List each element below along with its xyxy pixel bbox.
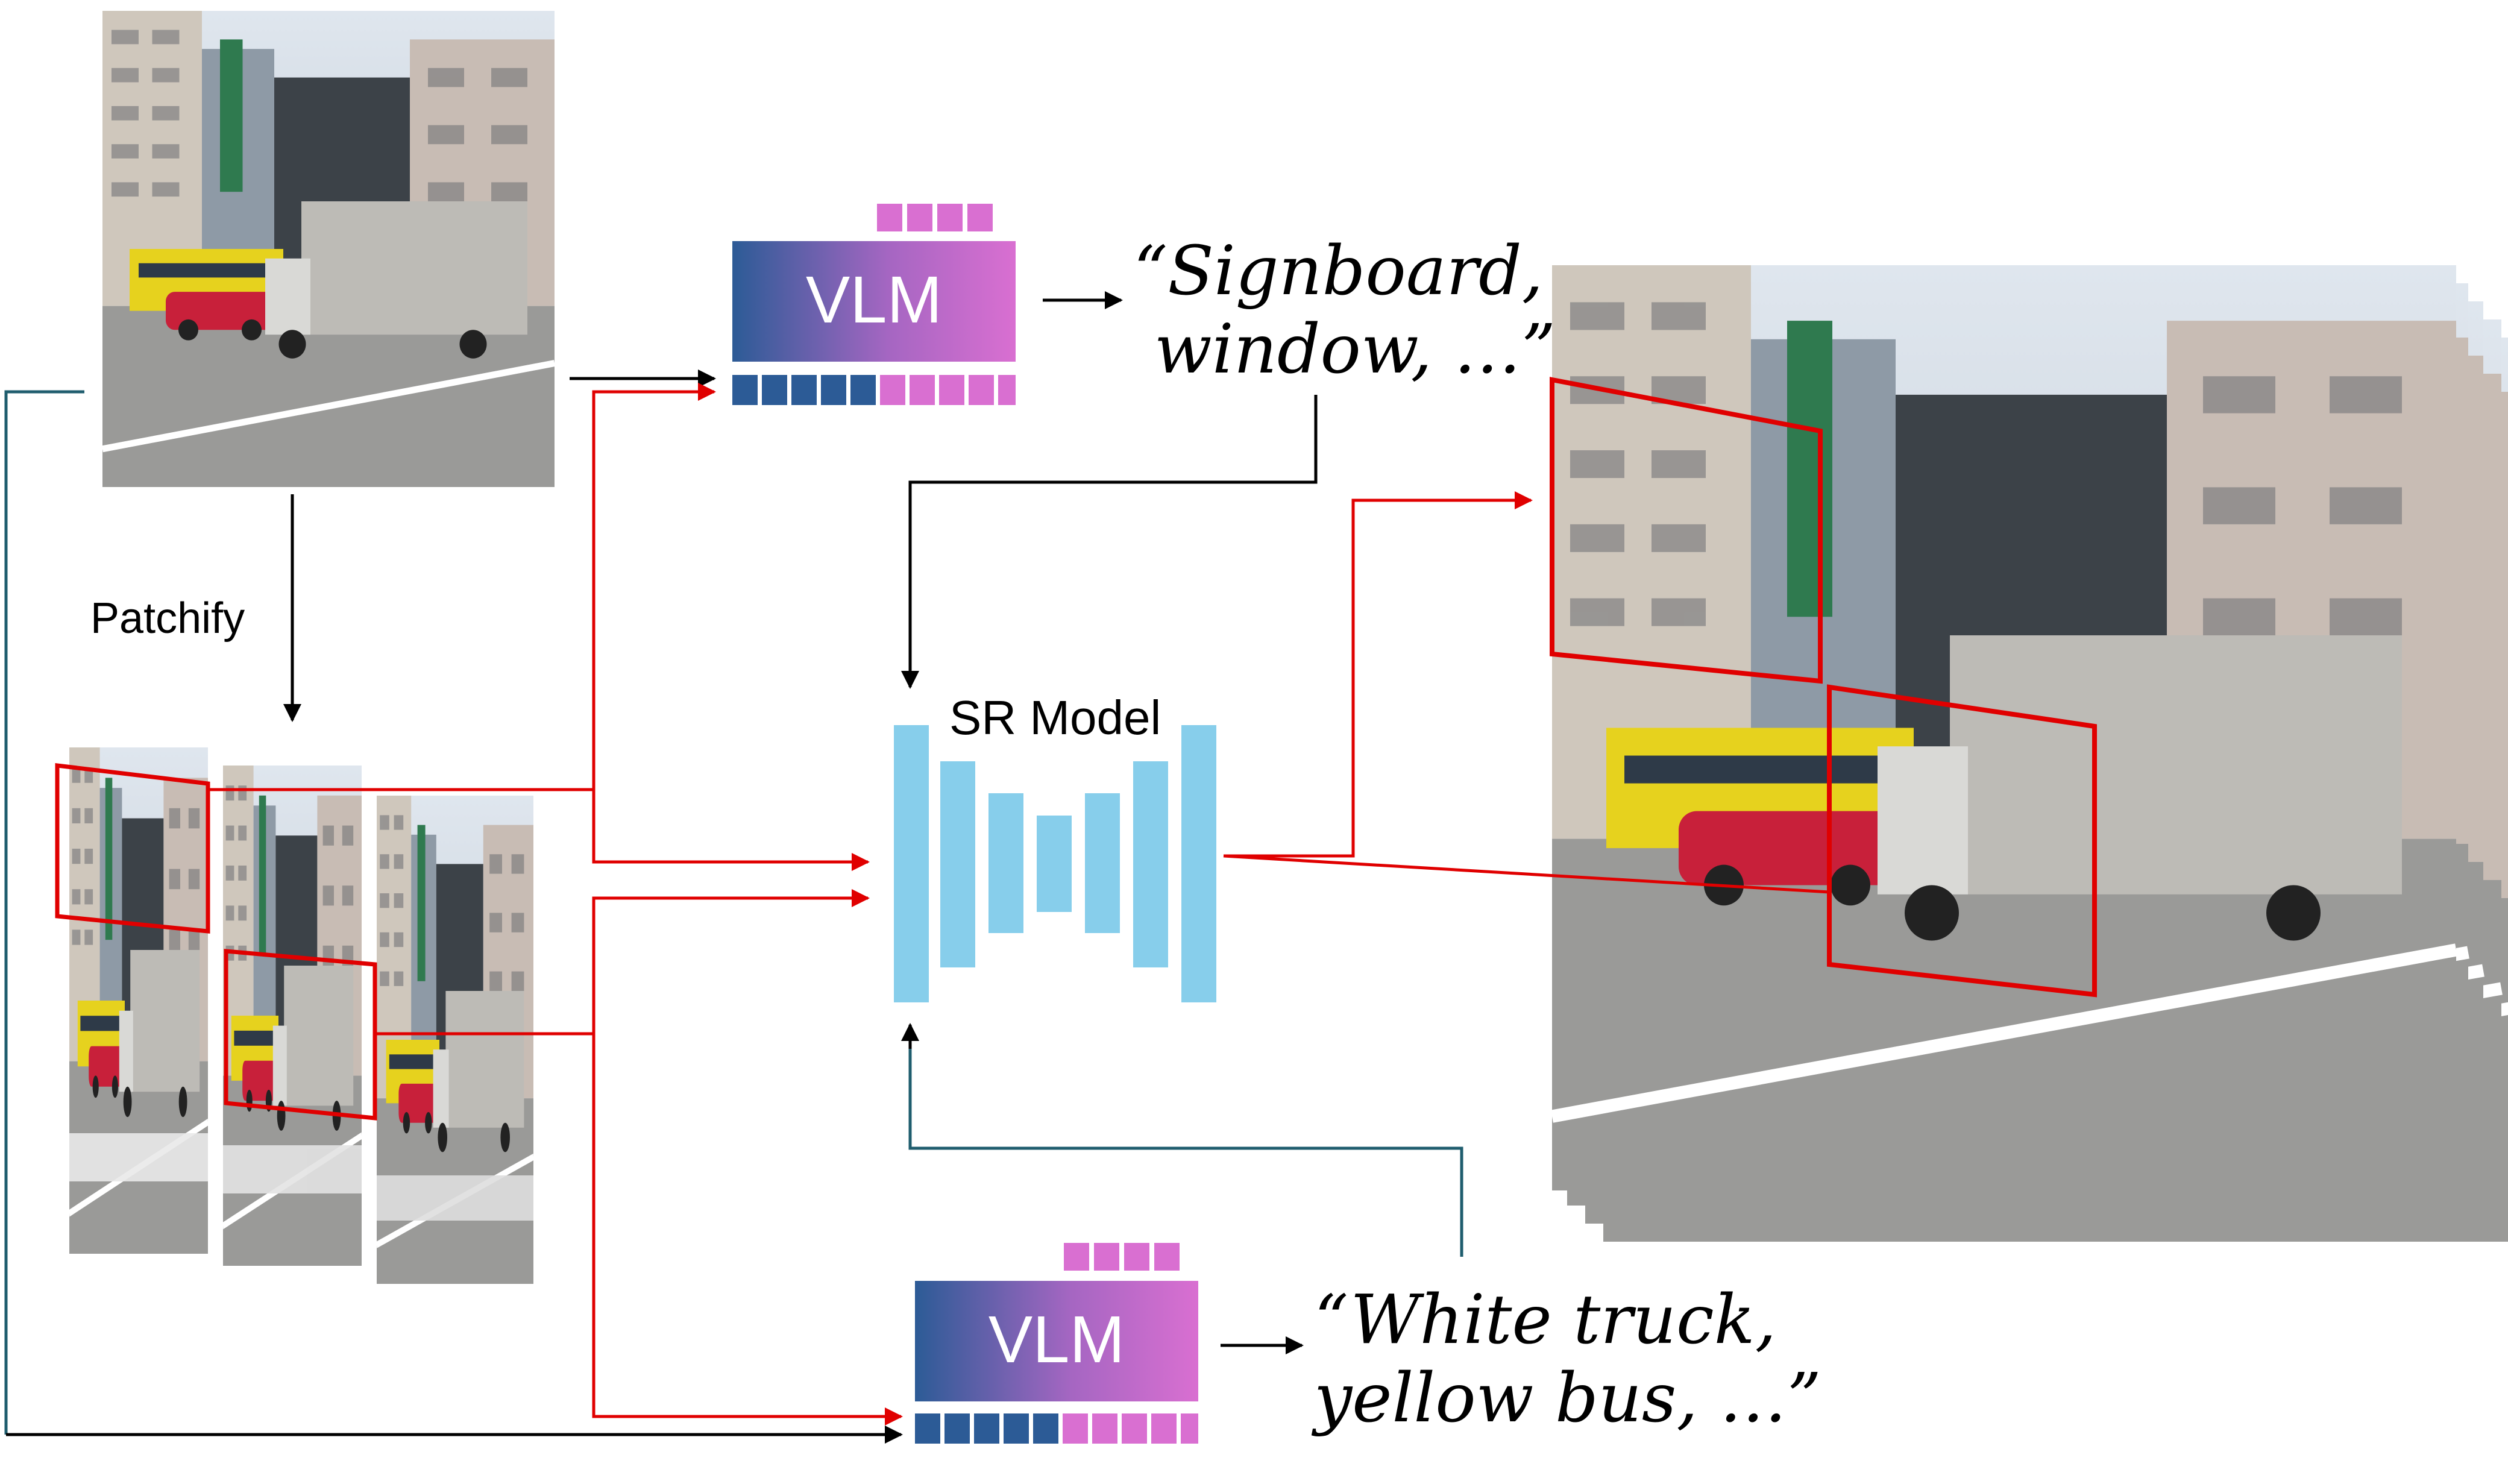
patch-highlight-box-2 <box>224 949 377 1121</box>
frames-to-vlm-bottom-line <box>4 390 84 1435</box>
sr-model-label: SR Model <box>949 691 1161 744</box>
caption-bottom: “White truck, yellow bus, …” <box>1314 1281 1821 1438</box>
sr-to-output-box2-line <box>1223 854 1830 894</box>
vlm-bottom-input-tokens <box>915 1413 1198 1444</box>
output-highlight-box-1 <box>1550 377 1823 684</box>
sr-model-unet <box>894 725 1216 1002</box>
patchify-label: Patchify <box>90 594 245 643</box>
vlm-top-block: VLM <box>732 204 1016 405</box>
vlm-bottom-box <box>915 1281 1198 1401</box>
output-frame-stack <box>1552 265 2508 1242</box>
vlm-top-input-tokens <box>732 375 1016 405</box>
patch-highlight-box-1 <box>55 763 210 934</box>
patch1-to-vlm-top-arrow <box>208 383 716 791</box>
output-highlight-box-2 <box>1827 684 2097 998</box>
vlm-top-output-tokens <box>877 204 993 231</box>
caption-top-to-sr-arrow <box>901 395 1318 689</box>
caption-top: “Signboard, window, …” <box>1133 232 1556 389</box>
patch2-to-sr-arrow <box>375 889 870 1036</box>
caption-bottom-line1: “White truck, <box>1314 1281 1777 1359</box>
sr-to-output-box1-arrow <box>1224 491 1533 858</box>
vlm-top-label: VLM <box>806 263 942 337</box>
caption-bottom-to-sr-arrow <box>908 1025 1463 1257</box>
vlm-bottom-label: VLM <box>988 1303 1125 1377</box>
input-frame-stack <box>102 11 555 487</box>
caption-top-line1: “Signboard, <box>1133 232 1544 310</box>
caption-bottom-line2: yellow bus, …” <box>1314 1359 1821 1438</box>
patch1-to-sr-arrow <box>592 790 870 871</box>
vlm-top-box <box>732 241 1016 362</box>
caption-top-line2: window, …” <box>1154 310 1556 389</box>
patch-frame-stacks <box>69 747 533 1284</box>
vlm-bottom-output-tokens <box>1064 1243 1180 1271</box>
patch2-to-vlm-bottom-arrow <box>592 1034 903 1426</box>
vlm-bottom-block: VLM <box>915 1243 1198 1444</box>
